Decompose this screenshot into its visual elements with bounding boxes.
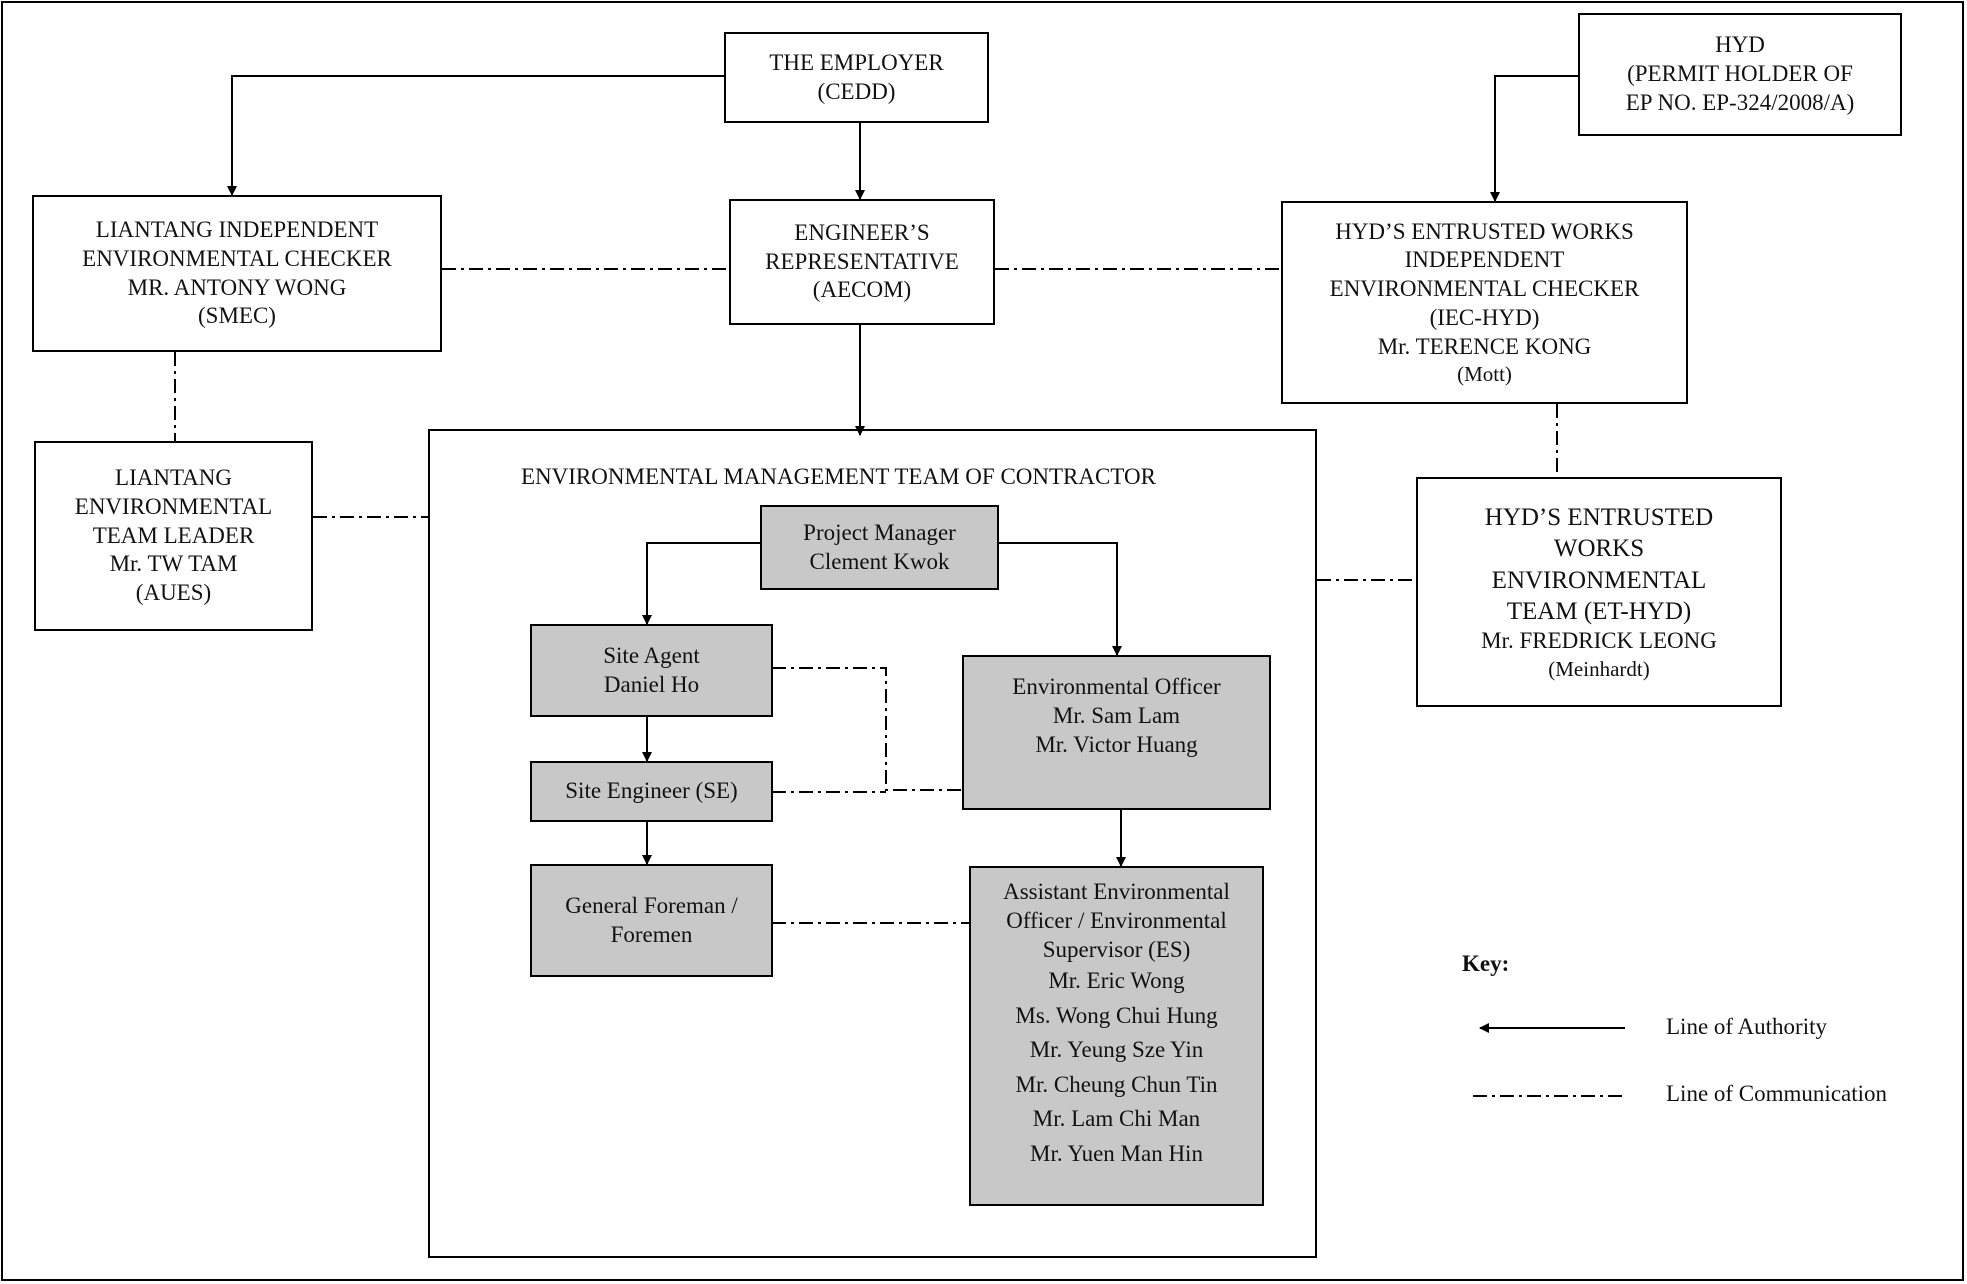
hyd-iec-line1: HYD’S ENTRUSTED WORKS [1335, 218, 1634, 244]
hyd-iec-org: (Mott) [1457, 362, 1512, 387]
hyd-name: HYD [1715, 32, 1765, 58]
engineer-rep-box: ENGINEER’S REPRESENTATIVE (AECOM) [729, 199, 995, 325]
assistant-eo-member: Mr. Cheung Chun Tin [1015, 1071, 1218, 1097]
assistant-eo-member: Mr. Eric Wong [1048, 968, 1185, 994]
hyd-permit-line1: (PERMIT HOLDER OF [1627, 61, 1853, 87]
contractor-team-container [428, 429, 1317, 1258]
liantang-et-line2: ENVIRONMENTAL [74, 493, 273, 519]
hyd-et-line3: ENVIRONMENTAL [1491, 566, 1707, 594]
liantang-et-line1: LIANTANG [115, 465, 232, 491]
engineer-rep-org: (AECOM) [812, 277, 912, 303]
authority-line-hyd-to-hyd-iec [1490, 75, 1578, 202]
hyd-permit-line2: EP NO. EP-324/2008/A) [1625, 89, 1855, 115]
assistant-eo-member: Ms. Wong Chui Hung [1015, 1002, 1218, 1028]
env-officer-role: Environmental Officer [1012, 674, 1221, 699]
liantang-iec-org: (SMEC) [198, 303, 276, 329]
contractor-team-title: ENVIRONMENTAL MANAGEMENT TEAM OF CONTRAC… [521, 464, 1156, 489]
employer-box: THE EMPLOYER (CEDD) [724, 32, 989, 123]
site-agent-name: Daniel Ho [603, 671, 700, 697]
hyd-iec-line3: ENVIRONMENTAL CHECKER [1329, 276, 1640, 301]
foreman-box: General Foreman / Foremen [530, 864, 773, 977]
assistant-eo-line2: Officer / Environmental [1006, 907, 1227, 933]
hyd-et-org: (Meinhardt) [1548, 656, 1650, 681]
project-manager-box: Project Manager Clement Kwok [760, 505, 999, 590]
hyd-iec-person: Mr. TERENCE KONG [1377, 333, 1592, 359]
assistant-eo-member: Mr. Yeung Sze Yin [1029, 1037, 1204, 1063]
site-engineer-box: Site Engineer (SE) [530, 761, 773, 822]
liantang-iec-line1: LIANTANG INDEPENDENT [95, 217, 379, 242]
liantang-iec-person: MR. ANTONY WONG [127, 274, 347, 300]
key-authority-label: Line of Authority [1666, 1014, 1827, 1039]
env-officer-box: Environmental Officer Mr. Sam Lam Mr. Vi… [962, 655, 1271, 810]
engineer-rep-line2: REPRESENTATIVE [765, 248, 959, 274]
employer-name: THE EMPLOYER [769, 49, 944, 75]
key-communication-label: Line of Communication [1666, 1081, 1888, 1106]
employer-org: (CEDD) [817, 78, 896, 104]
hyd-iec-box: HYD’S ENTRUSTED WORKS INDEPENDENT ENVIRO… [1281, 201, 1688, 404]
liantang-iec-box: LIANTANG INDEPENDENT ENVIRONMENTAL CHECK… [32, 195, 442, 352]
env-officer-name1: Mr. Sam Lam [1052, 702, 1181, 728]
foreman-line2: Foremen [610, 921, 693, 947]
comm-line-site-agent-to-eo [772, 667, 970, 791]
assistant-eo-box: Assistant Environmental Officer / Enviro… [969, 866, 1264, 1206]
hyd-iec-line4: (IEC-HYD) [1429, 304, 1540, 330]
liantang-et-org: (AUES) [135, 580, 212, 606]
assistant-eo-member: Mr. Yuen Man Hin [1030, 1140, 1203, 1166]
site-engineer-role: Site Engineer (SE) [565, 778, 738, 804]
engineer-rep-line1: ENGINEER’S [794, 219, 930, 245]
hyd-et-line2: WORKS [1553, 535, 1645, 563]
authority-line-pm-to-env-officer [999, 542, 1122, 656]
key-title: Key: [1462, 951, 1510, 976]
hyd-et-person: Mr. FREDRICK LEONG [1481, 628, 1717, 653]
site-agent-box: Site Agent Daniel Ho [530, 624, 773, 717]
assistant-eo-member: Mr. Lam Chi Man [1032, 1106, 1201, 1132]
hyd-et-line4: TEAM (ET-HYD) [1506, 597, 1692, 625]
authority-line-employer-to-liantang-iec [227, 75, 724, 196]
liantang-iec-line2: ENVIRONMENTAL CHECKER [82, 245, 392, 271]
assistant-eo-line3: Supervisor (ES) [1042, 936, 1191, 962]
hyd-et-box: HYD’S ENTRUSTED WORKS ENVIRONMENTAL TEAM… [1416, 477, 1782, 707]
hyd-box: HYD (PERMIT HOLDER OF EP NO. EP-324/2008… [1578, 13, 1902, 136]
site-agent-role: Site Agent [603, 642, 700, 668]
liantang-et-line3: TEAM LEADER [92, 522, 255, 548]
project-manager-name: Clement Kwok [809, 548, 950, 574]
assistant-eo-line1: Assistant Environmental [1003, 879, 1230, 904]
liantang-et-box: LIANTANG ENVIRONMENTAL TEAM LEADER Mr. T… [34, 441, 313, 631]
hyd-iec-line2: INDEPENDENT [1404, 247, 1565, 273]
project-manager-role: Project Manager [803, 519, 956, 545]
hyd-et-line1: HYD’S ENTRUSTED [1484, 504, 1714, 531]
authority-line-pm-to-site-agent [642, 542, 760, 625]
env-officer-name2: Mr. Victor Huang [1035, 731, 1198, 757]
liantang-et-person: Mr. TW TAM [109, 551, 238, 577]
foreman-line1: General Foreman / [565, 892, 738, 918]
